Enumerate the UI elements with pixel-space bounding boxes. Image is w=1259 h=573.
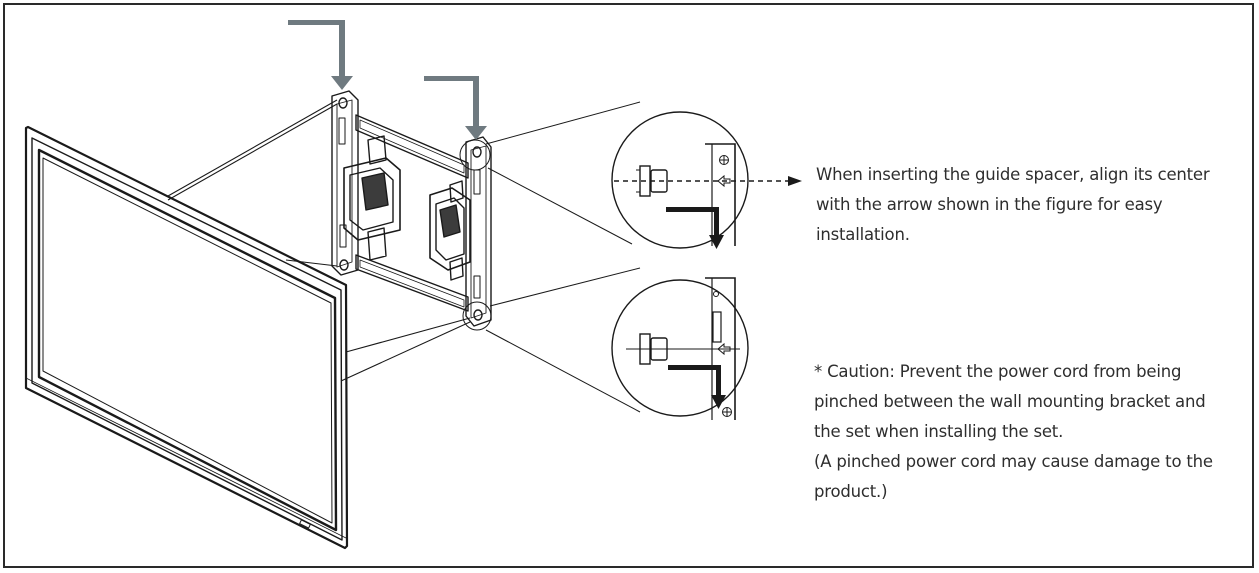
spacer-alignment-text: When inserting the guide spacer, align i…	[816, 165, 1210, 244]
callout-lines	[459, 101, 641, 413]
bracket-hook-icon-2	[668, 365, 726, 409]
wall-bracket-icon	[331, 90, 492, 327]
caution-text: * Caution: Prevent the power cord from b…	[814, 362, 1206, 441]
caution-detail-text: (A pinched power cord may cause damage t…	[814, 452, 1213, 501]
guide-spacer-icon	[611, 111, 749, 249]
alignment-arrow-icon	[614, 176, 802, 186]
flat-panel-tv-icon	[24, 125, 349, 550]
spacer-alignment-note: When inserting the guide spacer, align i…	[816, 160, 1216, 250]
power-cord-caution: * Caution: Prevent the power cord from b…	[814, 357, 1234, 507]
down-arrow-icon	[288, 20, 353, 90]
guide-spacer-icon-2	[611, 277, 749, 420]
alignment-lines	[167, 99, 471, 382]
down-arrow-icon-2	[424, 76, 487, 140]
bracket-hook-icon	[666, 207, 724, 249]
